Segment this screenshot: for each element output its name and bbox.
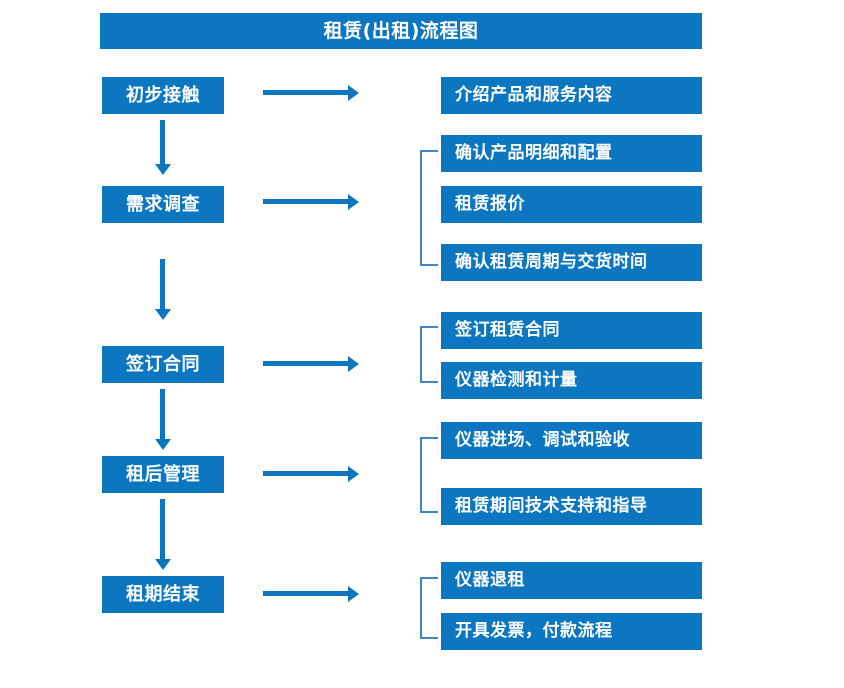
flowchart-title: 租赁(出租)流程图: [100, 13, 702, 49]
detail-box-2-2[interactable]: 租赁报价: [441, 186, 702, 223]
arrow-shaft: [160, 120, 165, 164]
arrow-down-1: [154, 120, 172, 176]
arrow-head: [155, 164, 171, 175]
stage-box-5[interactable]: 租期结束: [102, 576, 224, 613]
arrow-head: [348, 194, 359, 210]
arrow-head: [348, 356, 359, 372]
detail-box-2-3[interactable]: 确认租赁周期与交货时间: [441, 244, 702, 281]
arrow-shaft: [263, 471, 348, 476]
detail-box-2-1[interactable]: 确认产品明细和配置: [441, 135, 702, 172]
arrow-head: [348, 85, 359, 101]
group-bracket-5: [420, 577, 438, 639]
stage-box-3[interactable]: 签订合同: [102, 346, 224, 383]
arrow-down-2: [154, 259, 172, 321]
arrow-head: [348, 466, 359, 482]
detail-box-5-2[interactable]: 开具发票，付款流程: [441, 613, 702, 650]
arrow-shaft: [263, 361, 348, 366]
detail-box-3-2[interactable]: 仪器检测和计量: [441, 362, 702, 399]
group-bracket-3: [420, 326, 438, 383]
stage-box-2[interactable]: 需求调查: [102, 186, 224, 223]
stage-box-1[interactable]: 初步接触: [102, 77, 224, 114]
stage-box-4[interactable]: 租后管理: [102, 456, 224, 493]
arrow-shaft: [160, 499, 165, 559]
arrow-right-4: [263, 465, 359, 483]
detail-box-4-1[interactable]: 仪器进场、调试和验收: [441, 422, 702, 459]
detail-box-1-1[interactable]: 介绍产品和服务内容: [441, 77, 702, 114]
arrow-right-5: [263, 585, 359, 603]
arrow-shaft: [263, 591, 348, 596]
arrow-shaft: [263, 199, 348, 204]
arrow-right-1: [263, 84, 359, 102]
group-bracket-4: [420, 437, 438, 513]
arrow-head: [348, 586, 359, 602]
detail-box-3-1[interactable]: 签订租赁合同: [441, 312, 702, 349]
arrow-head: [155, 309, 171, 320]
group-bracket-2: [420, 150, 438, 266]
detail-box-5-1[interactable]: 仪器退租: [441, 562, 702, 599]
arrow-head: [155, 559, 171, 570]
arrow-down-4: [154, 499, 172, 571]
arrow-right-2: [263, 193, 359, 211]
arrow-shaft: [160, 259, 165, 309]
arrow-shaft: [160, 389, 165, 439]
arrow-head: [155, 439, 171, 450]
arrow-shaft: [263, 90, 348, 95]
arrow-down-3: [154, 389, 172, 451]
arrow-right-3: [263, 355, 359, 373]
detail-box-4-2[interactable]: 租赁期间技术支持和指导: [441, 488, 702, 525]
